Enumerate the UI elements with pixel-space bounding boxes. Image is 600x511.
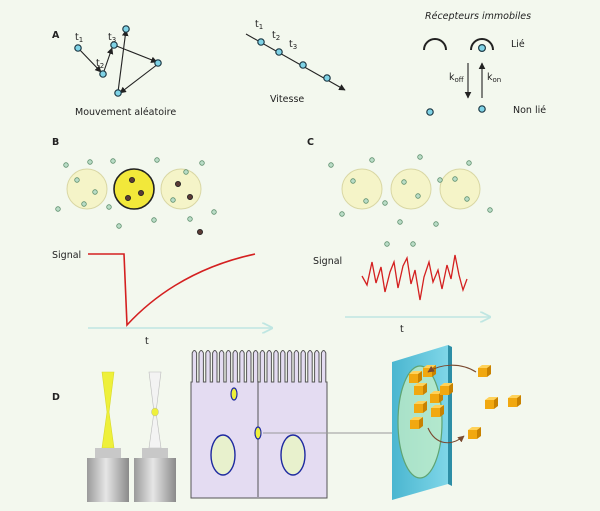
signal-c-trace [361, 254, 468, 301]
unbinding-arrow [427, 427, 465, 444]
observation-volume [160, 168, 202, 210]
molecule-cube-icon [410, 417, 423, 429]
focal-volume-junction [254, 426, 262, 440]
molecule-dot [323, 74, 331, 82]
molecule-cubes [409, 365, 521, 439]
observation-volume [66, 168, 108, 210]
molecule-cube-icon [414, 383, 427, 395]
t2-label: t2 [96, 58, 104, 70]
k-on-label: kon [487, 72, 501, 84]
molecule-cube-icon [508, 395, 521, 407]
speed-label: Vitesse [270, 94, 304, 105]
unbound-label: Non lié [513, 105, 546, 116]
molecule-dot [74, 44, 82, 52]
nucleus [210, 434, 236, 476]
panel-c-label: C [307, 137, 314, 148]
immobile-receptors-label: Récepteurs immobiles [425, 11, 531, 22]
signal-c-label: Signal [313, 256, 342, 267]
focal-spot [151, 407, 159, 417]
molecule-cube-icon [431, 405, 444, 417]
free-molecule-dot [478, 105, 486, 113]
nucleus [280, 434, 306, 476]
receptor-arc-icon [423, 38, 447, 51]
panel-b-volumes [66, 168, 202, 210]
panel-a-label: A [52, 30, 60, 41]
molecule-dot [275, 48, 283, 56]
molecule-dot [257, 38, 265, 46]
random-motion-path [74, 25, 162, 97]
observation-volume [390, 168, 432, 210]
epithelial-cells [190, 350, 328, 499]
molecule-dot [114, 89, 122, 97]
time-c-label: t [400, 324, 404, 335]
panel-b-label: B [52, 137, 59, 148]
bound-label: Lié [511, 39, 525, 50]
microscope-objective-icon [134, 371, 176, 502]
signal-b-trace [88, 253, 256, 327]
k-off-label: koff [449, 72, 464, 84]
molecule-cube-icon [478, 365, 491, 377]
signal-b-label: Signal [52, 250, 81, 261]
molecule-cube-icon [440, 383, 453, 395]
molecule-cube-icon [468, 427, 481, 439]
observation-volume [341, 168, 383, 210]
panel-c-molecules [328, 154, 493, 247]
time-b-label: t [145, 336, 149, 347]
t3-label: t3 [289, 39, 297, 51]
binding-arrow [427, 364, 477, 373]
observation-volume [439, 168, 481, 210]
random-motion-label: Mouvement aléatoire [75, 107, 176, 118]
molecule-cube-icon [409, 371, 422, 383]
t1-label: t1 [255, 19, 263, 31]
t2-label: t2 [272, 30, 280, 42]
molecule-dot [122, 25, 130, 33]
molecule-dot [99, 70, 107, 78]
t3-label: t3 [108, 32, 116, 44]
molecule-dot [154, 59, 162, 67]
microscope-objective-icon [87, 371, 129, 502]
molecule-cube-icon [414, 401, 427, 413]
focal-volume-microvilli [230, 387, 238, 401]
panel-c-volumes [341, 168, 481, 210]
velocity-path [245, 33, 346, 91]
molecule-cube-icon [485, 397, 498, 409]
receptor-arc-icon [470, 38, 494, 51]
molecule-dot [299, 61, 307, 69]
observation-volume-active [113, 168, 155, 210]
bound-molecule-dot [478, 43, 487, 52]
free-molecule-dot [426, 108, 434, 116]
t1-label: t1 [75, 32, 83, 44]
panel-d-label: D [52, 392, 60, 403]
panel-b-molecules [55, 157, 217, 235]
molecule-dot [110, 41, 118, 49]
